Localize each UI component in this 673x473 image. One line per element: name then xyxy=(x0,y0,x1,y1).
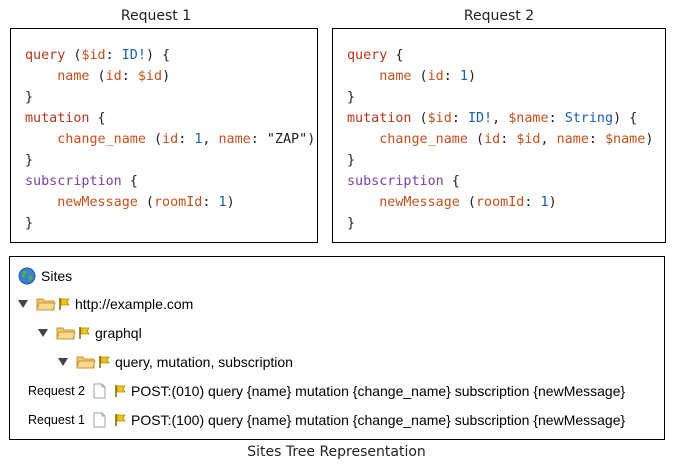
tree-node-operations-label: query, mutation, subscription xyxy=(115,354,293,370)
request-2-code-box: query { name (id: 1)} mutation ($id: ID!,… xyxy=(332,28,666,243)
request-2-code-line: } xyxy=(347,90,356,105)
globe-icon xyxy=(18,267,36,285)
flag-icon xyxy=(59,298,70,310)
folder-open-icon xyxy=(36,298,56,311)
request-2-code-line: name (id: 1) xyxy=(379,69,476,84)
tree-root[interactable]: Sites xyxy=(18,265,72,287)
tree-node-host[interactable]: http://example.com xyxy=(18,293,193,315)
request-1-node-label: POST:(100) query {name} mutation {change… xyxy=(130,412,626,428)
request-2-label: Request 2 xyxy=(28,384,85,398)
request-1-code-line: name (id: $id) xyxy=(57,69,171,84)
request-1-code-line: subscription { xyxy=(25,174,138,189)
request-1-code-line: query ($id: ID!) { xyxy=(25,48,171,63)
flag-icon xyxy=(115,385,126,397)
tree-root-label: Sites xyxy=(41,268,73,284)
document-icon xyxy=(93,383,106,399)
request-2-code: query { name (id: 1)} mutation ($id: ID!,… xyxy=(347,45,653,234)
flag-icon xyxy=(79,327,90,339)
expand-triangle-icon[interactable] xyxy=(38,329,48,337)
request-2-code-line: } xyxy=(347,216,356,231)
tree-node-host-label: http://example.com xyxy=(75,296,194,312)
flag-icon xyxy=(115,414,126,426)
request-1-code-line: } xyxy=(25,90,34,105)
request-1-title: Request 1 xyxy=(120,8,192,24)
request-2-code-line: query { xyxy=(347,48,404,63)
tree-leaf-request-1[interactable]: Request 1 POST:(100) query {name} mutati… xyxy=(28,409,625,431)
request-2-code-line: newMessage (roomId: 1) xyxy=(379,195,557,210)
request-1-code-line: newMessage (roomId: 1) xyxy=(57,195,235,210)
document-icon xyxy=(93,412,106,428)
request-1-code: query ($id: ID!) { name (id: $id)} mutati… xyxy=(25,45,315,234)
expand-triangle-icon[interactable] xyxy=(58,358,68,366)
request-2-code-line: subscription { xyxy=(347,174,460,189)
request-1-code-line: } xyxy=(25,216,34,231)
request-1-code-line: change_name (id: 1, name: "ZAP") xyxy=(57,132,316,147)
folder-open-icon xyxy=(56,327,76,340)
tree-node-path[interactable]: graphql xyxy=(38,322,142,344)
expand-triangle-icon[interactable] xyxy=(18,300,28,308)
tree-node-path-label: graphql xyxy=(95,325,142,341)
flag-icon xyxy=(99,356,110,368)
request-1-label: Request 1 xyxy=(28,413,85,427)
request-2-code-line: } xyxy=(347,153,356,168)
diagram-caption: Sites Tree Representation xyxy=(247,444,426,460)
tree-node-operations[interactable]: query, mutation, subscription xyxy=(58,351,293,373)
request-1-code-line: mutation { xyxy=(25,111,106,126)
request-2-title: Request 2 xyxy=(463,8,535,24)
request-1-code-line: } xyxy=(25,153,34,168)
request-2-code-line: mutation ($id: ID!, $name: String) { xyxy=(347,111,638,126)
request-1-code-box: query ($id: ID!) { name (id: $id)} mutati… xyxy=(10,28,318,243)
sites-tree: Sites http://example.com graphql xyxy=(9,256,665,440)
tree-leaf-request-2[interactable]: Request 2 POST:(010) query {name} mutati… xyxy=(28,380,625,402)
request-2-node-label: POST:(010) query {name} mutation {change… xyxy=(130,383,626,399)
request-2-code-line: change_name (id: $id, name: $name) xyxy=(379,132,654,147)
folder-open-icon xyxy=(76,356,96,369)
